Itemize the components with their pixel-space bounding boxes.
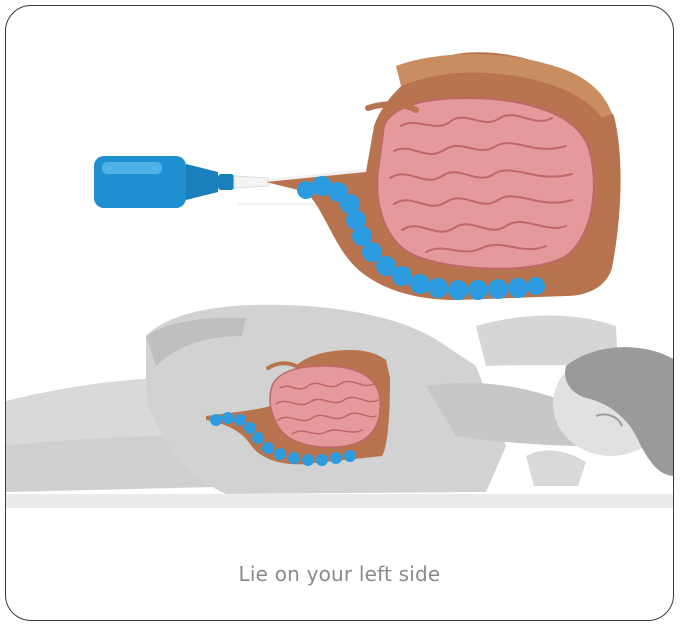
instruction-caption: Lie on your left side bbox=[6, 562, 673, 586]
enema-illustration bbox=[6, 6, 674, 526]
instruction-card: Lie on your left side bbox=[5, 5, 674, 621]
